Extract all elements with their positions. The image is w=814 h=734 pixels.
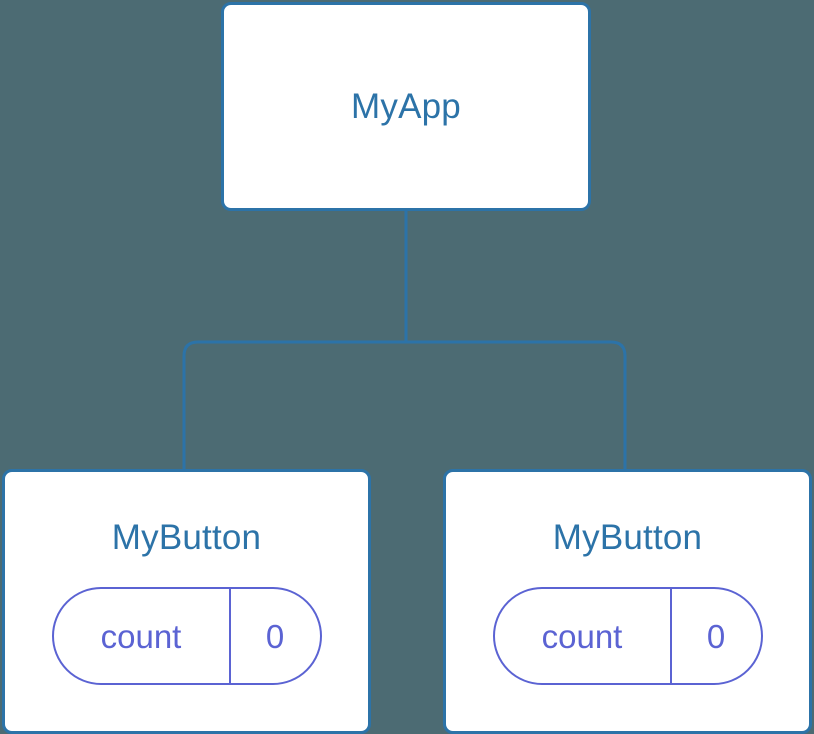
state-value-label-right: 0 bbox=[706, 617, 726, 655]
state-key-label-left: count bbox=[100, 617, 182, 655]
node-mybutton-right[interactable]: MyButton count 0 bbox=[443, 469, 812, 734]
node-title-mybutton-right: MyButton bbox=[552, 518, 703, 557]
node-mybutton-left[interactable]: MyButton count 0 bbox=[2, 469, 371, 734]
connector-bus-to-right bbox=[406, 340, 627, 470]
connector-bus-to-left bbox=[182, 340, 406, 470]
state-pill-count-right[interactable]: count 0 bbox=[492, 587, 763, 685]
state-pill-divider-right bbox=[669, 589, 672, 683]
state-pill-divider-left bbox=[228, 589, 231, 683]
state-value-label-left: 0 bbox=[265, 617, 285, 655]
state-pill-count-left[interactable]: count 0 bbox=[51, 587, 322, 685]
node-title-mybutton-left: MyButton bbox=[111, 518, 262, 557]
node-title-myapp: MyApp bbox=[351, 87, 461, 126]
node-myapp[interactable]: MyApp bbox=[221, 2, 591, 211]
state-key-label-right: count bbox=[541, 617, 623, 655]
